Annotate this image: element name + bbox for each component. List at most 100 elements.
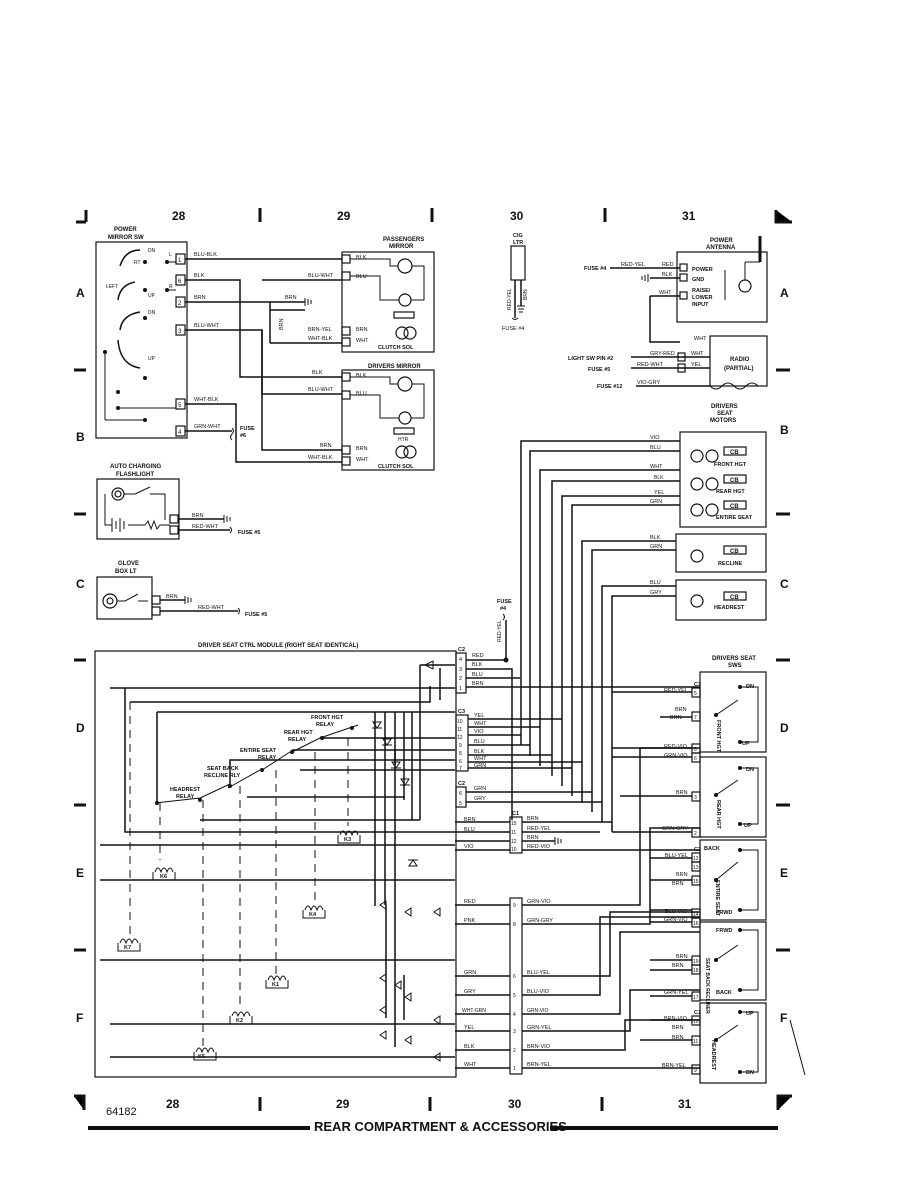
wire-label: BRN bbox=[356, 327, 368, 333]
component-label: LTR bbox=[513, 240, 523, 246]
motor-label: FRONT HGT bbox=[714, 462, 747, 468]
fuse-label: FUSE bbox=[497, 599, 512, 605]
switch-name: FRONT HGT bbox=[715, 720, 721, 753]
pin-number: 11 bbox=[457, 727, 462, 733]
wire-label: WHT-BLK bbox=[194, 397, 219, 403]
wire-label: RED bbox=[472, 653, 484, 659]
wire-label: GRN-VIO bbox=[664, 917, 688, 923]
wire-label: WHT-GRN bbox=[462, 1008, 486, 1014]
switch-entire-seat bbox=[699, 839, 767, 921]
wire-label: BRN bbox=[527, 816, 539, 822]
wire-label: BRN-VIO bbox=[527, 1044, 551, 1050]
wire-label: BLK bbox=[464, 1044, 475, 1050]
relay-coils: K3 K6 K4 K7 K1 K2 K5 bbox=[117, 830, 361, 1061]
component-label: CIG bbox=[513, 233, 523, 239]
pin-number: 8 bbox=[694, 747, 697, 753]
wire-label: GRN-GRY bbox=[527, 918, 553, 924]
switch-rear-hgt bbox=[699, 756, 767, 838]
switch-mark: BACK bbox=[704, 846, 720, 852]
row-labels: A B C D E F A B C D E F bbox=[76, 286, 789, 1025]
cb-label: CB bbox=[730, 478, 739, 484]
pin-number: 3 bbox=[694, 795, 697, 801]
wire-label: BLU bbox=[356, 274, 367, 280]
motor-rear-hgt: CB REAR HGT bbox=[690, 474, 747, 495]
mirror-switch-pins: 1 6 2 3 5 4 bbox=[175, 253, 186, 437]
wire-label: BLK bbox=[356, 255, 367, 261]
wire-label: BRN bbox=[464, 817, 476, 823]
wire-label: RED-YEL bbox=[621, 262, 645, 268]
module-title: DRIVER SEAT CTRL MODULE (RIGHT SEAT IDEN… bbox=[198, 643, 358, 649]
cb-label: CB bbox=[730, 504, 739, 510]
switch-mark: FRWD bbox=[716, 910, 732, 916]
wire-label: GRN-YEL bbox=[664, 990, 688, 996]
wire-label: BRN bbox=[676, 954, 688, 960]
wire-label: GRY bbox=[474, 796, 486, 802]
row-label-left: D bbox=[76, 721, 85, 735]
relay-coil-label: K4 bbox=[309, 912, 317, 918]
pin-number: 8 bbox=[459, 751, 462, 757]
connector-label: C2 bbox=[458, 781, 465, 787]
pin-number: 16 bbox=[693, 921, 699, 927]
pin-number: 10 bbox=[511, 847, 517, 853]
pin-number: 10 bbox=[693, 1019, 699, 1025]
relay-coil-label: K3 bbox=[344, 837, 351, 843]
switch-wire-labels: RED-YEL BRN BRN RED-VIO GRN-VIO BRN GRN-… bbox=[662, 688, 688, 1069]
row-label-right: B bbox=[780, 423, 789, 437]
passengers-mirror: PASSENGERS MIRROR BLK BLU BRN WHT CLUTCH… bbox=[341, 237, 435, 353]
component-label: GLOVE bbox=[118, 561, 139, 567]
motor-front-hgt: CB FRONT HGT bbox=[690, 446, 747, 468]
pin-number: 5 bbox=[694, 691, 697, 697]
motor-label: REAR HGT bbox=[716, 489, 745, 495]
col-label-top: 31 bbox=[682, 209, 696, 223]
row-label-left: B bbox=[76, 430, 85, 444]
wire-label: BLU-WHT bbox=[308, 387, 334, 393]
wire-label: BRN bbox=[320, 443, 332, 449]
fuse-label: FUSE #5 bbox=[588, 367, 610, 373]
pin-number: 12 bbox=[457, 735, 463, 741]
row-label-left: C bbox=[76, 577, 85, 591]
pin-number: 7 bbox=[459, 766, 462, 772]
wire-label: WHT bbox=[356, 457, 369, 463]
motor-label: ENTIRE SEAT bbox=[716, 515, 753, 521]
relay-coil-label: K2 bbox=[236, 1018, 243, 1024]
switch-mark: R bbox=[169, 284, 173, 290]
radio: RADIO (PARTIAL) LIGHT SW PIN #2 FUSE #5 … bbox=[568, 335, 768, 390]
col-label-bottom: 30 bbox=[508, 1097, 522, 1111]
wire-label: BLK bbox=[654, 475, 664, 481]
wire-label: BLU bbox=[650, 580, 661, 586]
wire-label: BLU-WHT bbox=[308, 273, 334, 279]
wire-label: WHT-BLK bbox=[308, 336, 333, 342]
switch-mark: LEFT bbox=[106, 284, 118, 290]
wire-label: RED-WHT bbox=[192, 524, 219, 530]
fuse-label: FUSE #4 bbox=[584, 266, 607, 272]
wire-label: GRN bbox=[650, 499, 662, 505]
pin-number: 11 bbox=[693, 1039, 698, 1045]
pin-label: GND bbox=[692, 277, 704, 283]
pin-number: 12 bbox=[693, 856, 699, 862]
wire-label: BLU-YEL bbox=[665, 853, 688, 859]
relay-coil-label: K6 bbox=[160, 874, 167, 880]
motor-recline: CB RECLINE bbox=[690, 545, 747, 567]
wire-label: BRN bbox=[356, 446, 368, 452]
component-label: HTR bbox=[398, 437, 409, 443]
wire-label: BRN bbox=[672, 881, 684, 887]
wire-label: BRN bbox=[670, 715, 682, 721]
wire-label: WHT bbox=[694, 336, 707, 342]
wire-label: BLU-YEL bbox=[527, 970, 550, 976]
wire-label: GRN-VIO bbox=[527, 899, 551, 905]
component-label: ANTENNA bbox=[706, 245, 736, 251]
component-label: FLASHLIGHT bbox=[116, 472, 154, 478]
wire-label: RED-YEL bbox=[527, 826, 551, 832]
fuse-label: FUSE #5 bbox=[238, 530, 260, 536]
wire-label: PNK bbox=[464, 918, 476, 924]
connector-label: C2 bbox=[458, 647, 465, 653]
pin-number: 3 bbox=[178, 329, 182, 335]
pin-number: 2 bbox=[694, 831, 697, 837]
wire-label: BLU bbox=[650, 445, 661, 451]
row-label-left: E bbox=[76, 866, 84, 880]
connector-label: C3 bbox=[694, 682, 701, 688]
switch-name: HEADREST bbox=[710, 1040, 716, 1071]
pin-number: 8 bbox=[513, 922, 516, 928]
pin-number: 4 bbox=[459, 657, 462, 663]
pin-number: 9 bbox=[459, 743, 462, 749]
